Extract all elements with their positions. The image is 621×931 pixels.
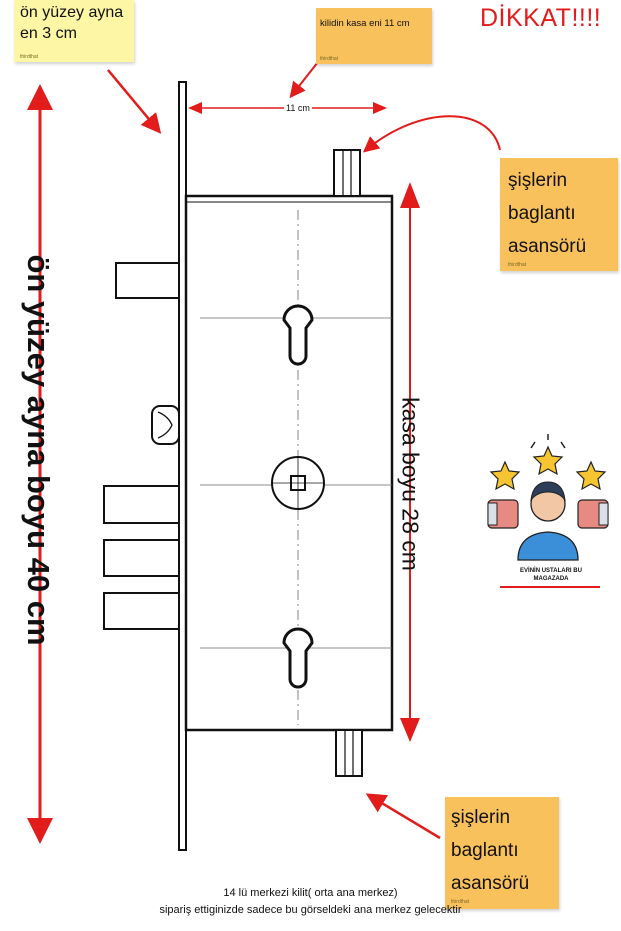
note-line: ön yüzey ayna [20,4,124,21]
pointer-rod-bottom [365,793,441,840]
case-width-label: 11 cm [284,103,312,113]
note-line: asansörü [508,236,587,257]
bolt-3 [103,592,180,630]
logo-line: EVİNİN USTALARI BU [520,568,582,574]
bolt-1 [103,485,180,524]
latch-tongue [151,405,180,445]
note-line: asansörü [451,873,530,894]
logo-text: EVİNİN USTALARI BU MAGAZADA [497,567,605,583]
pointer-rod-top [362,115,501,153]
note-line: baglantı [451,840,519,861]
pointer-front-plate [107,69,162,134]
bolt-2 [103,539,180,577]
cylinder-hole-bottom [282,627,314,689]
cylinder-hole-top [282,304,314,366]
note-signature: thirdthat [20,54,39,60]
caption-line-1: 14 lü merkezi kilit( orta ana merkez) [223,887,398,899]
note-signature: thirdthat [508,262,527,268]
case-length-arrow [400,182,420,742]
deadbolt-top [115,262,180,299]
logo-underline [500,586,600,588]
caption-line-2: sipariş ettiginizde sadece bu görseldeki… [159,904,462,916]
case-length-label: kasa boyu 28 cm [397,397,424,571]
warning-text: DİKKAT!!!! [480,4,602,32]
note-signature: thirdthat [451,899,470,905]
note-case-width: kilidin kasa eni 11 cm thirdthat [316,8,432,64]
note-line: şişlerin [451,807,511,828]
rod-connector-bottom [335,729,363,777]
front-plate-length-label: ön yüzey ayna boyu 40 cm [21,254,56,646]
handle-spindle [271,456,325,510]
note-line: şişlerin [508,170,568,191]
front-plate-length-arrow [27,84,53,844]
note-front-plate-width: ön yüzey ayna en 3 cm thirdthat [14,0,134,62]
rod-connector-top [333,149,361,197]
worker-thumbs-up-icon [487,434,609,561]
note-line: baglantı [508,203,576,224]
note-rod-connector-bottom: şişlerin baglantı asansörü thirdthat [445,797,559,909]
note-rod-connector-top: şişlerin baglantı asansörü thirdthat [500,158,618,271]
caption: 14 lü merkezi kilit( orta ana merkez) si… [0,885,621,919]
note-text: kilidin kasa eni 11 cm [320,18,410,29]
note-signature: thirdthat [320,56,339,62]
note-line: en 3 cm [20,25,77,42]
logo-line: MAGAZADA [533,576,569,582]
pointer-case-width [289,61,319,99]
